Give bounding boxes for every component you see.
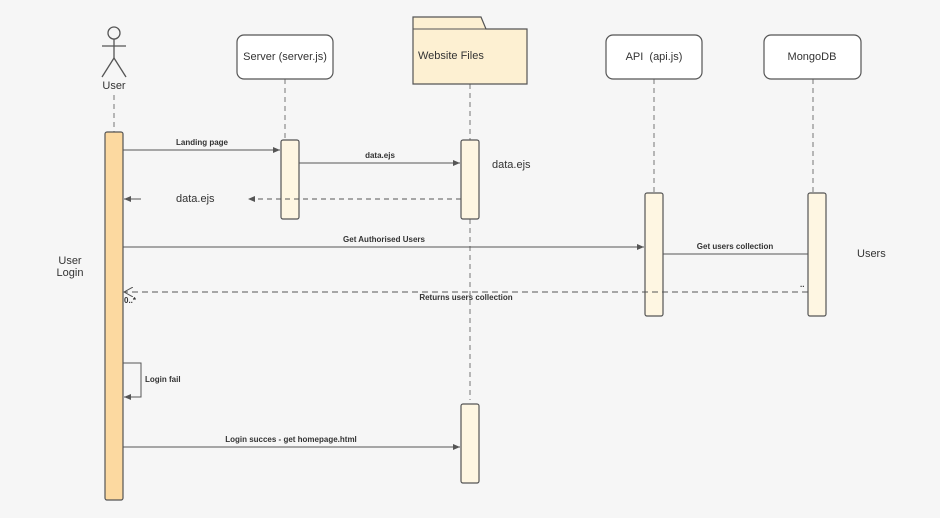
website-files-activation-bar-2 — [460, 403, 480, 484]
multiplicity-label: 0..* — [124, 296, 137, 305]
mongodb-participant: MongoDB — [763, 34, 862, 80]
message-get-authorised-users-label: Get Authorised Users — [343, 235, 425, 244]
mongodb-activation-bar — [807, 192, 827, 317]
api-activation-bar — [644, 192, 664, 317]
message-login-fail-label: Login fail — [145, 375, 181, 384]
message-login-success: Login succes - get homepage.html — [123, 435, 460, 450]
server-participant: Server (server.js) — [236, 34, 334, 80]
api-participant-label: API (api.js) — [626, 51, 683, 63]
user-actor-label: User — [102, 80, 126, 92]
data-ejs-note: data.ejs — [492, 159, 531, 171]
users-note: Users — [857, 248, 886, 260]
user-activation-bar — [104, 131, 124, 501]
website-files-folder: Website Files — [412, 16, 528, 85]
message-get-users-collection-label: Get users collection — [697, 242, 774, 251]
message-data-ejs-label: data.ejs — [365, 151, 395, 160]
mongodb-participant-label: MongoDB — [788, 51, 837, 63]
message-get-users-collection: Get users collection — [663, 242, 808, 255]
api-participant: API (api.js) — [605, 34, 703, 80]
return-data-ejs-label: data.ejs — [176, 193, 215, 205]
multiplicity-dots: .. — [800, 280, 804, 289]
message-landing-page-label: Landing page — [176, 138, 229, 147]
user-login-note-line1: User — [58, 255, 82, 267]
message-login-success-label: Login succes - get homepage.html — [225, 435, 357, 444]
website-files-label: Website Files — [418, 50, 484, 62]
message-returns-users-collection-label: Returns users collection — [419, 293, 512, 302]
folder-icon — [412, 16, 528, 85]
website-files-activation-bar — [460, 139, 480, 220]
user-actor: User — [101, 26, 127, 92]
stick-figure-icon — [101, 26, 127, 78]
server-participant-label: Server (server.js) — [243, 51, 327, 63]
message-get-authorised-users: Get Authorised Users — [123, 235, 644, 250]
message-returns-users-collection: Returns users collection 0..* .. — [124, 280, 808, 305]
message-login-fail: Login fail — [123, 362, 181, 400]
message-data-ejs: data.ejs — [299, 151, 460, 166]
user-login-note-line2: Login — [57, 267, 84, 279]
message-landing-page: Landing page — [123, 138, 280, 153]
server-activation-bar — [280, 139, 300, 220]
